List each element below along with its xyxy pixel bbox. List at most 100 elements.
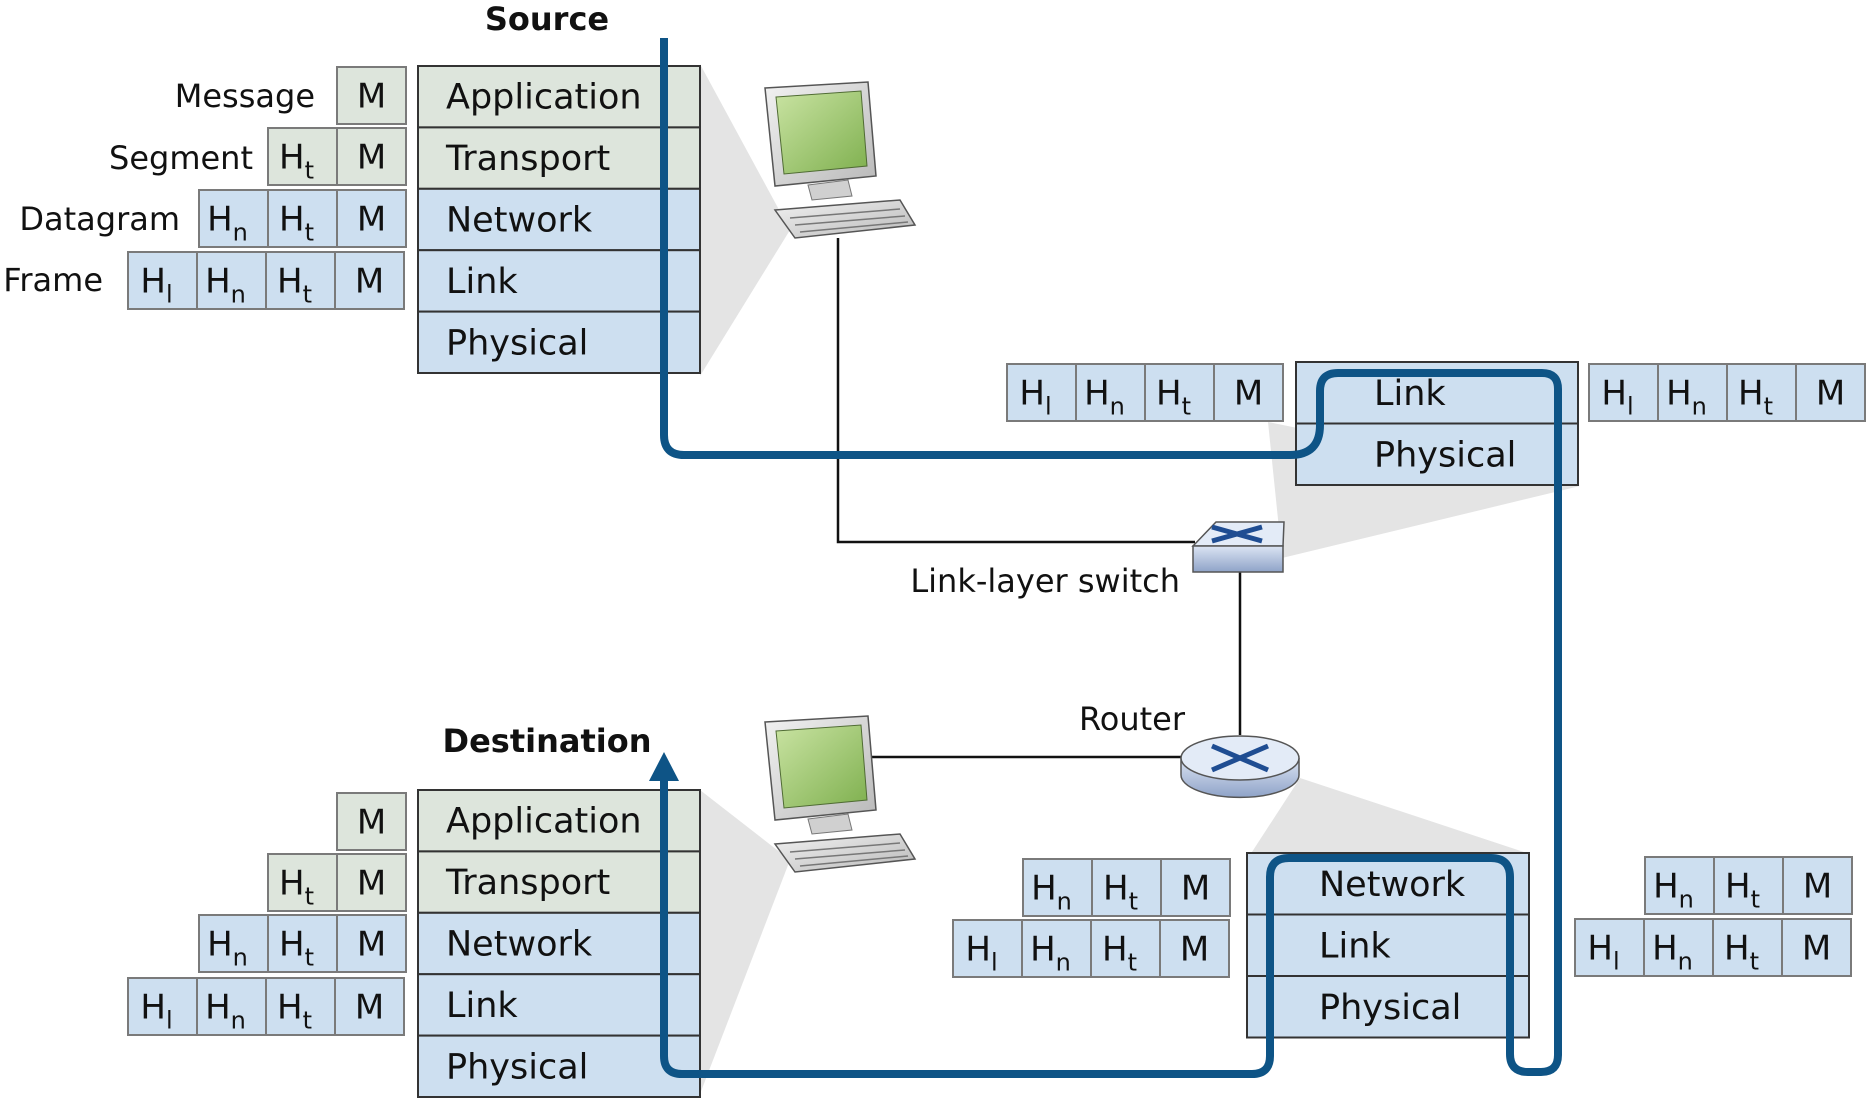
header-cell [336,127,407,186]
dest-layer-transport [417,850,701,914]
header-base: H [207,925,233,965]
header-n: Hn [207,200,248,247]
router-layer-link [1246,913,1530,977]
header-cell [265,251,336,310]
switch-layer-physical [1295,422,1579,486]
header-cell [1657,363,1728,422]
pdu-label-frame: Frame [3,261,103,299]
router-layer-label: Network [1319,865,1466,905]
header-subscript: t [303,281,312,309]
header-base: H [1724,929,1750,969]
source-layer-label: Link [446,262,518,302]
message-cell: M [1180,930,1209,970]
source-layer-label: Network [446,201,593,241]
header-l: Hl [1587,929,1619,976]
source-layer-transport [417,126,701,190]
header-n: Hn [1652,929,1693,976]
message-cell: M [355,988,384,1028]
header-t: Ht [277,988,312,1035]
header-l: Hl [140,262,172,309]
header-cell [1712,918,1783,977]
header-cell [265,977,336,1036]
header-subscript: l [1627,393,1634,421]
message-cell: M [1181,869,1210,909]
header-cell [1090,919,1161,978]
dest-layer-label: Application [446,802,642,842]
dest-layer-label: Network [446,925,593,965]
header-subscript: t [1129,888,1138,916]
source-to-switch-link [836,238,1195,544]
message-cell: M [357,200,386,240]
header-base: H [1102,930,1128,970]
header-cell [336,66,407,125]
header-t: Ht [279,200,314,247]
dest-layer-network [417,911,701,976]
header-base: H [1652,929,1678,969]
header-base: H [207,200,233,240]
header-l: Hl [1601,374,1633,421]
header-base: H [1601,374,1627,414]
header-cell [1160,858,1231,917]
source-layer-label: Transport [445,139,610,179]
header-n: Hn [1653,867,1694,914]
header-cell [1159,919,1230,978]
pdu-label-segment: Segment [109,139,253,177]
dest-zoom-wedge [700,790,790,1094]
header-t: Ht [1156,374,1191,421]
header-cell [336,792,407,851]
header-base: H [965,930,991,970]
destination-computer-icon [764,715,917,873]
header-base: H [1084,374,1110,414]
header-cell [336,189,407,248]
header-cell [336,914,407,973]
header-base: H [279,925,305,965]
header-subscript: t [305,219,314,247]
header-subscript: t [1750,948,1759,976]
header-l: Hl [965,930,997,977]
header-base: H [1666,374,1692,414]
header-t: Ht [1103,869,1138,916]
header-subscript: t [1764,393,1773,421]
header-cell [267,189,338,248]
header-n: Hn [1030,930,1071,977]
dest-layer-application [417,789,701,853]
header-subscript: n [233,219,248,247]
header-base: H [1738,374,1764,414]
header-n: Hn [205,262,246,309]
header-subscript: l [1045,393,1052,421]
message-cell: M [357,925,386,965]
header-subscript: t [303,1007,312,1035]
pdu-label-message: Message [175,77,315,115]
header-cell [1644,856,1715,915]
header-base: H [279,138,305,178]
header-cell [267,127,338,186]
header-subscript: l [166,281,173,309]
header-cell [1795,363,1866,422]
source-layer-label: Application [446,78,642,118]
arrow-head [649,752,679,781]
header-subscript: l [166,1007,173,1035]
header-n: Hn [1084,374,1125,421]
header-n: Hn [1031,869,1072,916]
header-t: Ht [279,138,314,185]
dest-layer-link [417,973,701,1037]
header-t: Ht [279,925,314,972]
header-base: H [205,262,231,302]
message-cell: M [357,138,386,178]
network-links [836,238,1242,759]
header-t: Ht [1725,867,1760,914]
source-computer-icon [764,81,917,239]
header-cell [267,914,338,973]
switch-label: Link-layer switch [910,562,1180,600]
header-base: H [1030,930,1056,970]
header-base: H [277,988,303,1028]
header-base: H [1653,867,1679,907]
header-base: H [205,988,231,1028]
dest-layer-label: Physical [446,1047,588,1087]
header-subscript: n [1678,948,1693,976]
header-t: Ht [277,262,312,309]
header-cell [1643,918,1714,977]
header-subscript: t [305,883,314,911]
